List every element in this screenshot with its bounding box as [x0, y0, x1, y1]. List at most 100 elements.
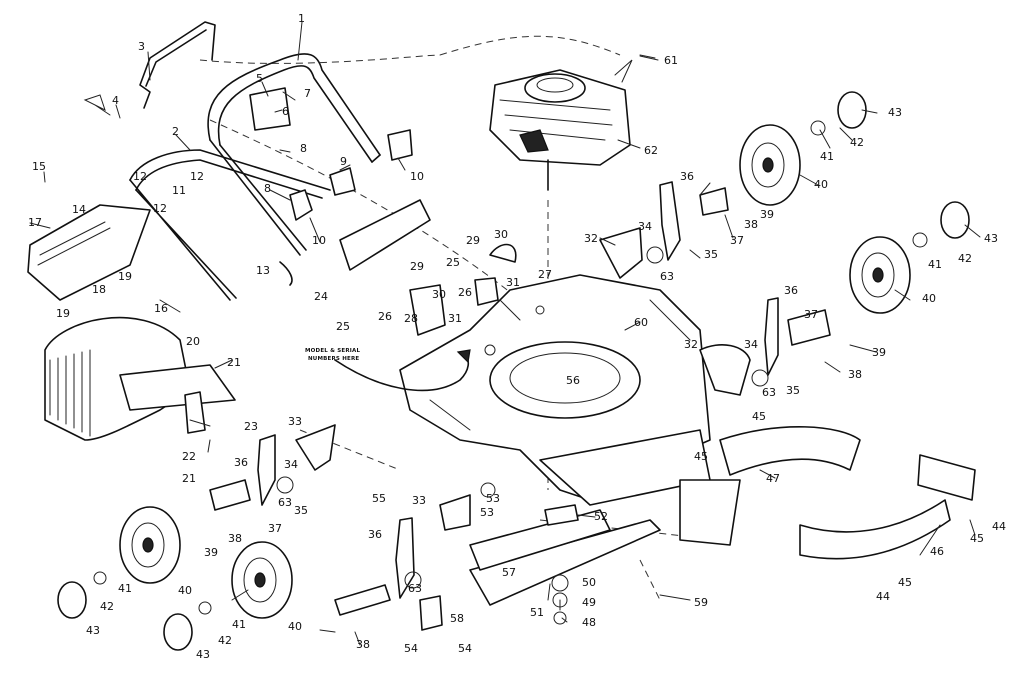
callout-40c: 40 — [178, 584, 192, 597]
callout-45a: 45 — [752, 410, 766, 423]
callout-26b: 26 — [458, 286, 472, 299]
callout-21b: 21 — [182, 472, 196, 485]
callout-19a: 19 — [118, 270, 132, 283]
callout-50: 50 — [582, 576, 596, 589]
callouts: 1 2 3 4 5 6 7 8 8 9 10 10 11 12 12 12 13… — [28, 12, 1006, 661]
callout-63c: 63 — [278, 496, 292, 509]
callout-18: 18 — [92, 283, 106, 296]
leader-lines — [29, 21, 981, 646]
callout-38d: 38 — [356, 638, 370, 651]
callout-15: 15 — [32, 160, 46, 173]
callout-17: 17 — [28, 216, 42, 229]
callout-63a: 63 — [660, 270, 674, 283]
callout-10a: 10 — [410, 170, 424, 183]
hubcap-2 — [940, 201, 970, 239]
callout-40b: 40 — [922, 292, 936, 305]
callout-29a: 29 — [410, 260, 424, 273]
callout-56: 56 — [566, 374, 580, 387]
hardware — [83, 54, 928, 631]
callout-54a: 54 — [404, 642, 418, 655]
callout-48: 48 — [582, 616, 596, 629]
callout-45d: 45 — [898, 576, 912, 589]
callout-40d: 40 — [288, 620, 302, 633]
callout-53b: 53 — [486, 492, 500, 505]
callout-16: 16 — [154, 302, 168, 315]
note-line-1: MODEL & SERIAL — [305, 348, 360, 354]
callout-63d: 63 — [408, 582, 422, 595]
lower-handle — [129, 149, 331, 301]
callout-39a: 39 — [760, 208, 774, 221]
callout-6: 6 — [282, 105, 289, 118]
callout-29b: 29 — [466, 234, 480, 247]
cover-32a — [599, 227, 643, 279]
callout-39b: 39 — [872, 346, 886, 359]
rear-trim — [917, 454, 976, 501]
callout-41b: 41 — [928, 258, 942, 271]
callout-10b: 10 — [312, 234, 326, 247]
callout-45c: 45 — [970, 532, 984, 545]
cover-32b — [699, 344, 751, 396]
hubcap-1 — [837, 91, 867, 129]
callout-61: 61 — [664, 54, 678, 67]
callout-32b: 32 — [684, 338, 698, 351]
grass-catcher — [27, 204, 236, 441]
callout-31a: 31 — [506, 276, 520, 289]
hubcap-4 — [163, 613, 193, 651]
cover-33a — [295, 424, 336, 471]
callout-12a: 12 — [190, 170, 204, 183]
callout-4: 4 — [112, 94, 119, 107]
callout-42c: 42 — [100, 600, 114, 613]
callout-58: 58 — [450, 612, 464, 625]
callout-35a: 35 — [704, 248, 718, 261]
cover-33b — [439, 494, 471, 531]
adjuster-rear-right — [764, 297, 779, 376]
callout-8a: 8 — [300, 142, 307, 155]
callout-60: 60 — [634, 316, 648, 329]
callout-40a: 40 — [814, 178, 828, 191]
wheel-rear-right — [849, 236, 911, 314]
callout-39c: 39 — [204, 546, 218, 559]
callout-12b: 12 — [153, 202, 167, 215]
callout-49: 49 — [582, 596, 596, 609]
callout-62: 62 — [644, 144, 658, 157]
callout-13: 13 — [256, 264, 270, 277]
callout-8b: 8 — [264, 182, 271, 195]
adjuster-front-left — [257, 434, 276, 506]
callout-45b: 45 — [694, 450, 708, 463]
callout-42d: 42 — [218, 634, 232, 647]
wheel-front-right — [739, 124, 801, 206]
callout-37b: 37 — [804, 308, 818, 321]
callout-22: 22 — [182, 450, 196, 463]
callout-33a: 33 — [288, 415, 302, 428]
callout-37c: 37 — [268, 522, 282, 535]
engine — [489, 69, 631, 191]
callout-52: 52 — [594, 510, 608, 523]
callout-30a: 30 — [494, 228, 508, 241]
callout-41a: 41 — [820, 150, 834, 163]
callout-33b: 33 — [412, 494, 426, 507]
callout-55: 55 — [372, 492, 386, 505]
callout-28: 28 — [404, 312, 418, 325]
callout-3: 3 — [138, 40, 145, 53]
callout-34b: 34 — [744, 338, 758, 351]
hubcap-3 — [57, 581, 87, 619]
callout-53a: 53 — [480, 506, 494, 519]
callout-41c: 41 — [118, 582, 132, 595]
adjuster-rear-left — [395, 517, 415, 599]
callout-23: 23 — [244, 420, 258, 433]
callout-38a: 38 — [744, 218, 758, 231]
callout-47: 47 — [766, 472, 780, 485]
wheel-rear-left — [231, 541, 293, 619]
callout-26a: 26 — [378, 310, 392, 323]
callout-43a: 43 — [888, 106, 902, 119]
callout-51: 51 — [530, 606, 544, 619]
callout-35b: 35 — [786, 384, 800, 397]
skirt-47 — [719, 426, 861, 476]
callout-54b: 54 — [458, 642, 472, 655]
callout-5: 5 — [256, 72, 263, 85]
wheel-front-left — [119, 506, 181, 584]
callout-9: 9 — [340, 155, 347, 168]
callout-34a: 34 — [638, 220, 652, 233]
callout-44b: 44 — [876, 590, 890, 603]
